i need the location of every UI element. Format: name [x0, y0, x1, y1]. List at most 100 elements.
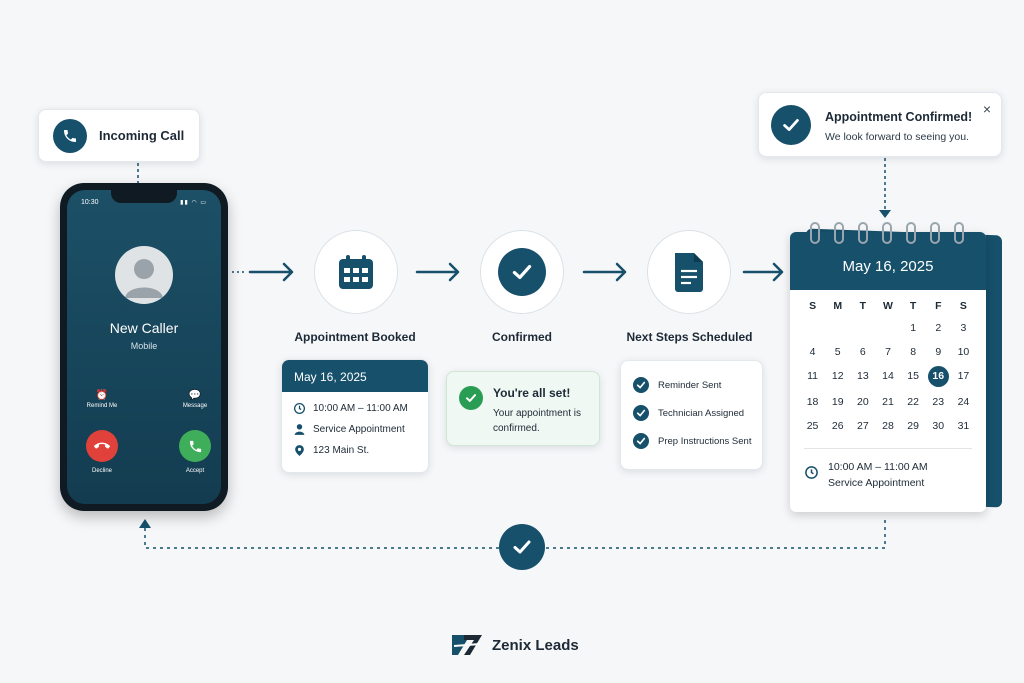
check-icon	[771, 105, 811, 145]
calendar-empty-cell	[875, 320, 900, 337]
loop-check-icon	[499, 524, 545, 570]
toast-message: We look forward to seeing you.	[825, 131, 969, 143]
appointment-type: Service Appointment	[313, 424, 405, 435]
step-booked-circle	[314, 230, 398, 314]
weekday-label: T	[859, 300, 867, 312]
weekday-label: W	[883, 300, 893, 312]
message-button[interactable]: 💬 Message	[170, 390, 220, 409]
confirmation-toast: Appointment Confirmed! We look forward t…	[758, 92, 1002, 157]
calendar-event: 10:00 AM – 11:00 AM Service Appointment	[828, 461, 928, 489]
binder-ring	[954, 222, 964, 244]
weekday-label: S	[809, 300, 817, 312]
confirmation-card: You're all set! Your appointment is conf…	[446, 371, 600, 446]
hangup-icon	[94, 442, 110, 449]
brand-name: Zenix Leads	[492, 636, 579, 654]
phone-mockup: 10:30 ▮▮ ◠ ▭ New Caller Mobile ⏰ Remind …	[60, 183, 228, 511]
signal-icon: ▮▮ ◠ ▭	[180, 200, 207, 206]
calendar-empty-cell	[800, 320, 825, 337]
calendar-day[interactable]: 7	[885, 346, 891, 358]
binder-ring	[834, 222, 844, 244]
calendar-day[interactable]: 2	[935, 322, 942, 334]
calendar-day[interactable]: 4	[809, 346, 816, 358]
incoming-call-badge: Incoming Call	[38, 109, 200, 162]
incoming-call-label: Incoming Call	[99, 128, 185, 143]
next-step-item: Reminder Sent	[633, 377, 762, 393]
calendar-day[interactable]: 31	[957, 420, 970, 432]
calendar-day[interactable]: 20	[857, 396, 869, 408]
next-step-label: Prep Instructions Sent	[658, 435, 752, 447]
zenix-logo-icon	[452, 635, 482, 655]
binder-ring	[906, 222, 916, 244]
calendar-day[interactable]: 10	[957, 346, 970, 358]
binder-ring	[810, 222, 820, 244]
next-step-label: Technician Assigned	[658, 407, 745, 419]
calendar-day[interactable]: 18	[806, 396, 819, 408]
calendar-day[interactable]: 11	[807, 370, 819, 382]
calendar-day[interactable]: 29	[907, 420, 919, 432]
step-booked-title: Appointment Booked	[294, 330, 416, 344]
step-next-circle	[647, 230, 731, 314]
caller-type: Mobile	[130, 341, 158, 351]
accept-label: Accept	[185, 468, 205, 474]
calendar-day[interactable]: 24	[957, 396, 970, 408]
message-icon: 💬	[188, 390, 202, 401]
check-icon	[633, 377, 649, 393]
calendar-day[interactable]: 28	[882, 420, 894, 432]
caller-avatar	[115, 246, 173, 304]
phone-icon	[53, 118, 87, 153]
phone-icon	[189, 440, 201, 452]
accept-button[interactable]	[179, 430, 211, 462]
calendar-day[interactable]: 15	[907, 370, 919, 382]
calendar-day[interactable]: 12	[831, 370, 844, 382]
calendar-day-selected[interactable]: 16	[927, 366, 949, 387]
status-time: 10:30	[81, 199, 99, 206]
calendar-day[interactable]: 26	[831, 420, 844, 432]
remind-me-label: Remind Me	[86, 403, 118, 409]
calendar-day[interactable]: 17	[957, 370, 970, 382]
calendar-day[interactable]: 14	[882, 370, 894, 382]
decline-button[interactable]	[86, 430, 118, 462]
calendar-day[interactable]: 22	[907, 396, 919, 408]
calendar-day[interactable]: 25	[806, 420, 819, 432]
calendar-day[interactable]: 13	[857, 370, 869, 382]
calendar-day[interactable]: 27	[857, 420, 869, 432]
close-icon[interactable]: ×	[982, 101, 991, 117]
calendar-day[interactable]: 19	[831, 396, 844, 408]
calendar-day[interactable]: 23	[932, 396, 945, 408]
step-confirmed-circle	[480, 230, 564, 314]
appointment-time: 10:00 AM – 11:00 AM	[313, 403, 408, 414]
calendar-day[interactable]: 8	[910, 346, 917, 358]
confirmation-title: You're all set!	[493, 386, 571, 400]
calendar-day[interactable]: 21	[882, 396, 894, 408]
calendar-empty-cell	[825, 320, 850, 337]
calendar-day[interactable]: 3	[960, 322, 967, 334]
next-steps-card: Reminder Sent Technician Assigned Prep I…	[620, 360, 763, 470]
calendar-divider	[804, 448, 972, 449]
calendar-day[interactable]: 6	[859, 346, 866, 358]
clock-icon	[805, 466, 818, 479]
alarm-icon: ⏰	[95, 390, 109, 401]
calendar-day[interactable]: 5	[834, 346, 841, 358]
brand-logo: Zenix Leads	[450, 632, 579, 658]
calendar-event-time: 10:00 AM – 11:00 AM	[828, 461, 928, 473]
weekday-label: M	[833, 300, 843, 312]
calendar-icon	[339, 255, 373, 289]
check-icon	[498, 248, 546, 296]
caller-name: New Caller	[109, 320, 179, 336]
calendar-day[interactable]: 9	[935, 346, 942, 358]
person-icon	[294, 424, 305, 435]
phone-notch	[111, 190, 177, 203]
check-circle-icon	[459, 386, 483, 410]
weekday-label: T	[909, 300, 917, 312]
calendar-day[interactable]: 30	[932, 420, 945, 432]
check-icon	[633, 433, 649, 449]
weekday-label: F	[935, 300, 942, 312]
clock-icon	[293, 402, 306, 415]
calendar-empty-cell	[850, 320, 875, 337]
remind-me-button[interactable]: ⏰ Remind Me	[77, 390, 127, 409]
calendar-day[interactable]: 1	[910, 322, 917, 334]
